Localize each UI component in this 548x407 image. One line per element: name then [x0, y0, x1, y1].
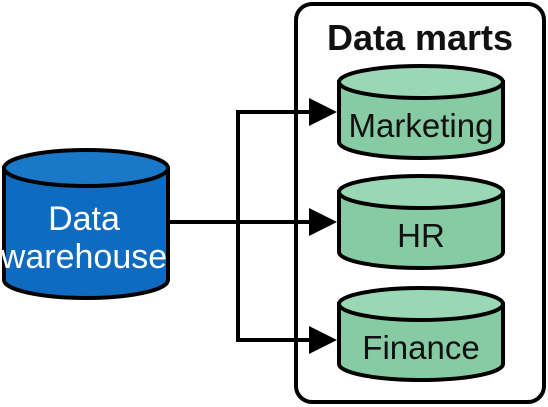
- hr-top: [337, 174, 505, 210]
- data-warehouse-cylinder: Data warehouse: [0, 148, 170, 300]
- mart-cylinder-marketing: Marketing: [337, 64, 505, 160]
- mart-label-marketing: Marketing: [349, 107, 494, 144]
- warehouse-top: [2, 148, 170, 188]
- hr-body: [337, 190, 505, 270]
- mart-label-finance: Finance: [362, 329, 479, 366]
- data-marts-title: Data marts: [327, 17, 513, 58]
- finance-body: [337, 302, 505, 382]
- arrowhead-marketing: [309, 98, 337, 126]
- warehouse-label-line1: Data: [48, 200, 120, 238]
- finance-top: [337, 286, 505, 322]
- mart-cylinder-hr: HR: [337, 174, 505, 270]
- warehouse-label-line2: warehouse: [0, 238, 167, 276]
- mart-cylinder-finance: Finance: [337, 286, 505, 382]
- marketing-body: [337, 80, 505, 160]
- mart-label-hr: HR: [397, 217, 445, 254]
- arrowhead-finance: [309, 326, 337, 354]
- arrowheads: [309, 98, 337, 354]
- marketing-top: [337, 64, 505, 100]
- arrowhead-hr: [309, 208, 337, 236]
- warehouse-body: [1, 166, 170, 300]
- connectors: [160, 110, 318, 342]
